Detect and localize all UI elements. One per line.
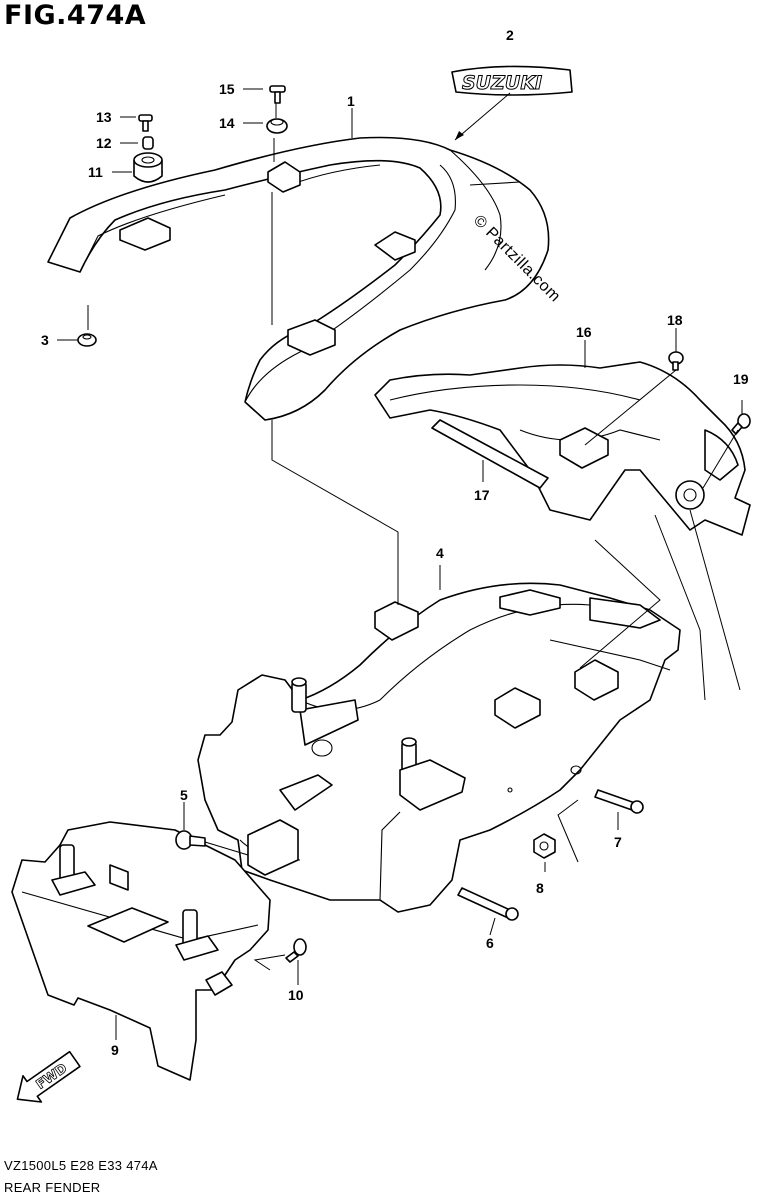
part-3-grommet[interactable] — [77, 333, 97, 347]
callout-15: 15 — [219, 81, 235, 97]
callout-12: 12 — [96, 135, 112, 151]
callout-5: 5 — [180, 787, 188, 803]
part-5-bolt[interactable] — [175, 830, 206, 850]
splash-guard-clip-left — [51, 844, 96, 896]
callout-3: 3 — [41, 332, 49, 348]
part-11-bushing[interactable] — [133, 152, 163, 183]
splash-guard-clip-right — [175, 909, 219, 961]
callout-9: 9 — [111, 1042, 119, 1058]
part-6-bolt[interactable] — [457, 887, 519, 921]
model-code: VZ1500L5 E28 E33 474A — [4, 1158, 158, 1173]
callout-2: 2 — [506, 27, 514, 43]
part-1-seat-cowl[interactable] — [47, 136, 550, 421]
part-15-screw[interactable] — [269, 85, 286, 104]
part-7-bolt[interactable] — [594, 789, 644, 814]
callout-19: 19 — [733, 371, 749, 387]
part-10-clip[interactable] — [285, 938, 307, 963]
part-9-splash-guard[interactable] — [11, 821, 271, 1081]
section-name: REAR FENDER — [4, 1180, 101, 1195]
figure-title: FIG.474A — [4, 0, 147, 31]
part-17-spacer-strip[interactable] — [431, 419, 549, 489]
callout-6: 6 — [486, 935, 494, 951]
part-8-nut[interactable] — [533, 833, 556, 859]
assembly-leader-lines — [57, 88, 743, 1040]
part-13-screw[interactable] — [138, 114, 153, 132]
part-19-bolt[interactable] — [731, 413, 751, 435]
callout-7: 7 — [614, 834, 622, 850]
fender-stud-right — [401, 737, 417, 773]
fender-stud-left — [291, 677, 307, 713]
part-14-grommet[interactable] — [266, 118, 288, 134]
part-16-rear-cover[interactable] — [374, 361, 751, 536]
callout-13: 13 — [96, 109, 112, 125]
callout-8: 8 — [536, 880, 544, 896]
part-12-collar[interactable] — [142, 136, 154, 150]
callout-14: 14 — [219, 115, 235, 131]
callout-17: 17 — [474, 487, 490, 503]
emblem-text: SUZUKI — [462, 72, 542, 94]
callout-16: 16 — [576, 324, 592, 340]
part-18-screw[interactable] — [668, 351, 684, 371]
part-4-rear-fender[interactable] — [197, 582, 681, 913]
callout-labels: 1 2 3 4 5 6 7 8 9 10 11 12 13 14 15 16 1… — [41, 27, 749, 1058]
callout-1: 1 — [347, 93, 355, 109]
part-2-suzuki-emblem[interactable]: SUZUKI — [451, 65, 573, 96]
callout-11: 11 — [88, 164, 103, 180]
callout-4: 4 — [436, 545, 444, 561]
fwd-direction-arrow: FWD — [16, 1050, 81, 1103]
callout-18: 18 — [667, 312, 683, 328]
callout-10: 10 — [288, 987, 304, 1003]
